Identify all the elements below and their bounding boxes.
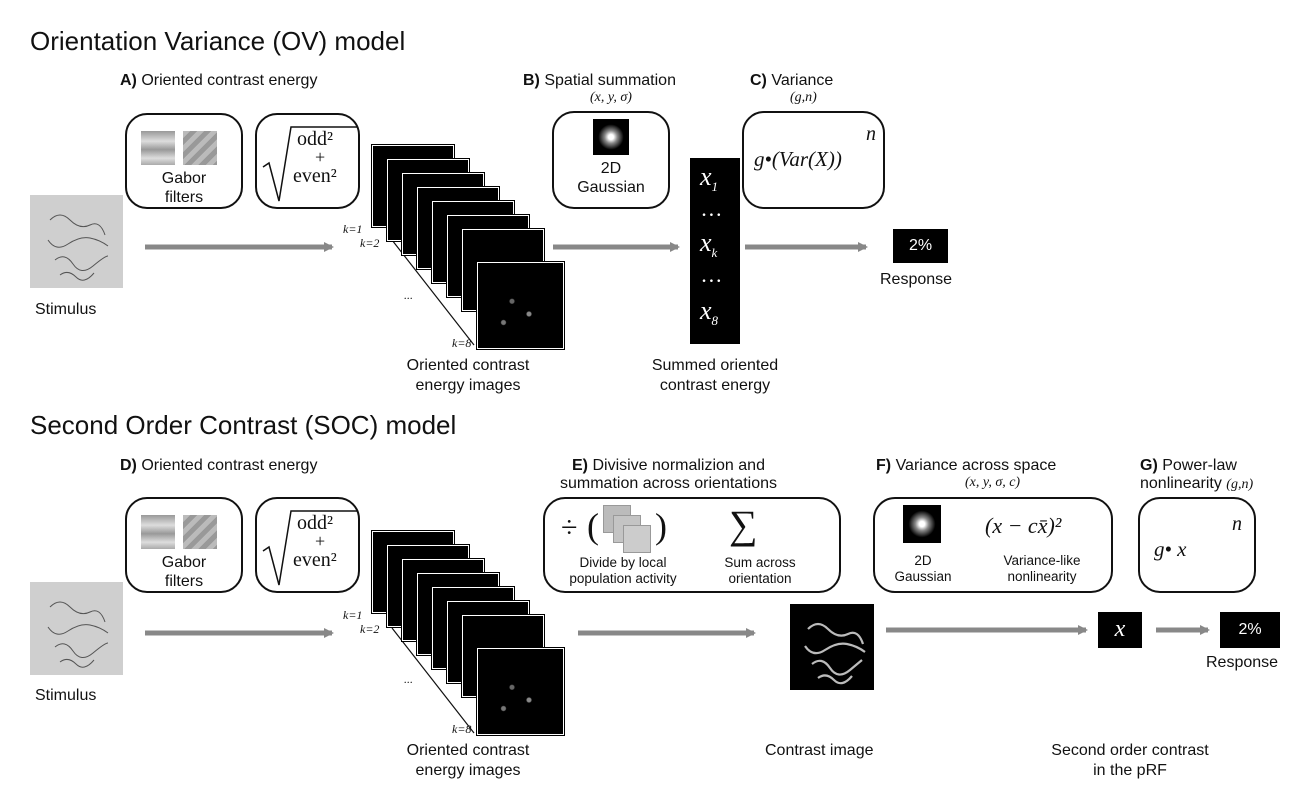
ov-gabor-label-1: Gabor	[161, 170, 207, 187]
ov-response-label: Response	[880, 271, 953, 288]
soc-k8-label: k=8	[452, 722, 472, 736]
soc-step-f: F) Variance across space	[876, 457, 1057, 474]
soc-kdots-label: ...	[404, 672, 413, 686]
soc-power-box: g• x n	[1138, 497, 1256, 593]
ov-variance-formula: g•(Var(X))	[754, 147, 842, 171]
soc-k1-label: k=1	[343, 608, 363, 622]
soc-step-g: G) Power-law nonlinearity (g,n)	[1140, 457, 1254, 492]
ov-step-a: A) Oriented contrast energy	[120, 72, 318, 89]
ov-response-value: 2%	[893, 229, 948, 263]
ov-energy-denominator: even²	[293, 165, 337, 187]
ov-stimulus-label: Stimulus	[35, 301, 97, 318]
soc-energy-denominator: even²	[293, 549, 337, 571]
ov-k2-label: k=2	[360, 236, 380, 250]
ov-gabor-box: Gabor filters	[125, 113, 243, 209]
ov-kdots-label: ...	[404, 288, 413, 302]
soc-energy-box: odd² + even²	[255, 497, 360, 593]
ov-variance-exponent: n	[866, 123, 876, 145]
ov-step-c: C) Variance	[750, 72, 834, 89]
ov-k1-label: k=1	[343, 222, 363, 236]
divide-icon: ÷	[561, 511, 578, 544]
gaussian-icon	[903, 505, 941, 543]
gabor-horizontal-icon	[141, 515, 175, 549]
ov-step-b: B) Spatial summation	[523, 72, 676, 89]
ov-variance-box: g•(Var(X)) n	[742, 111, 885, 209]
gabor-diagonal-icon	[183, 131, 217, 165]
ov-summed-vector: x1 … xk … x8	[690, 158, 740, 344]
soc-energy-numerator: odd²	[297, 512, 333, 534]
ov-stimulus-image	[30, 195, 123, 288]
ov-gabor-label-2: filters	[164, 189, 204, 206]
ov-step-b-params: (x, y, σ)	[590, 90, 632, 105]
soc-title: Second Order Contrast (SOC) model	[30, 410, 457, 440]
soc-step-e: E) Divisive normalizion and summation ac…	[560, 457, 777, 492]
sum-icon: ∑	[729, 502, 758, 547]
gabor-diagonal-icon	[183, 515, 217, 549]
soc-step-f-params: (x, y, σ, c)	[965, 475, 1021, 490]
soc-x-value: x	[1098, 612, 1142, 648]
gaussian-icon	[593, 119, 629, 155]
ov-energy-box: odd² + even²	[255, 113, 360, 209]
soc-power-formula: g• x	[1154, 537, 1187, 561]
ov-title: Orientation Variance (OV) model	[30, 26, 406, 56]
gabor-horizontal-icon	[141, 131, 175, 165]
ov-k8-label: k=8	[452, 336, 472, 350]
soc-power-exponent: n	[1232, 513, 1242, 535]
soc-stimulus-label: Stimulus	[35, 687, 97, 704]
soc-response-label: Response	[1206, 654, 1279, 671]
soc-variance-formula: (x − cx̄)²	[985, 513, 1062, 538]
soc-contrast-image	[790, 604, 874, 690]
ov-step-c-params: (g,n)	[790, 90, 817, 105]
ov-energy-numerator: odd²	[297, 128, 333, 150]
ov-energy-plus: +	[315, 147, 326, 167]
soc-stimulus-image	[30, 582, 123, 675]
soc-response-value: 2%	[1220, 612, 1280, 648]
soc-step-d: D) Oriented contrast energy	[120, 457, 318, 474]
soc-contrast-caption: Contrast image	[765, 742, 874, 759]
soc-k2-label: k=2	[360, 622, 380, 636]
soc-energy-plus: +	[315, 531, 326, 551]
